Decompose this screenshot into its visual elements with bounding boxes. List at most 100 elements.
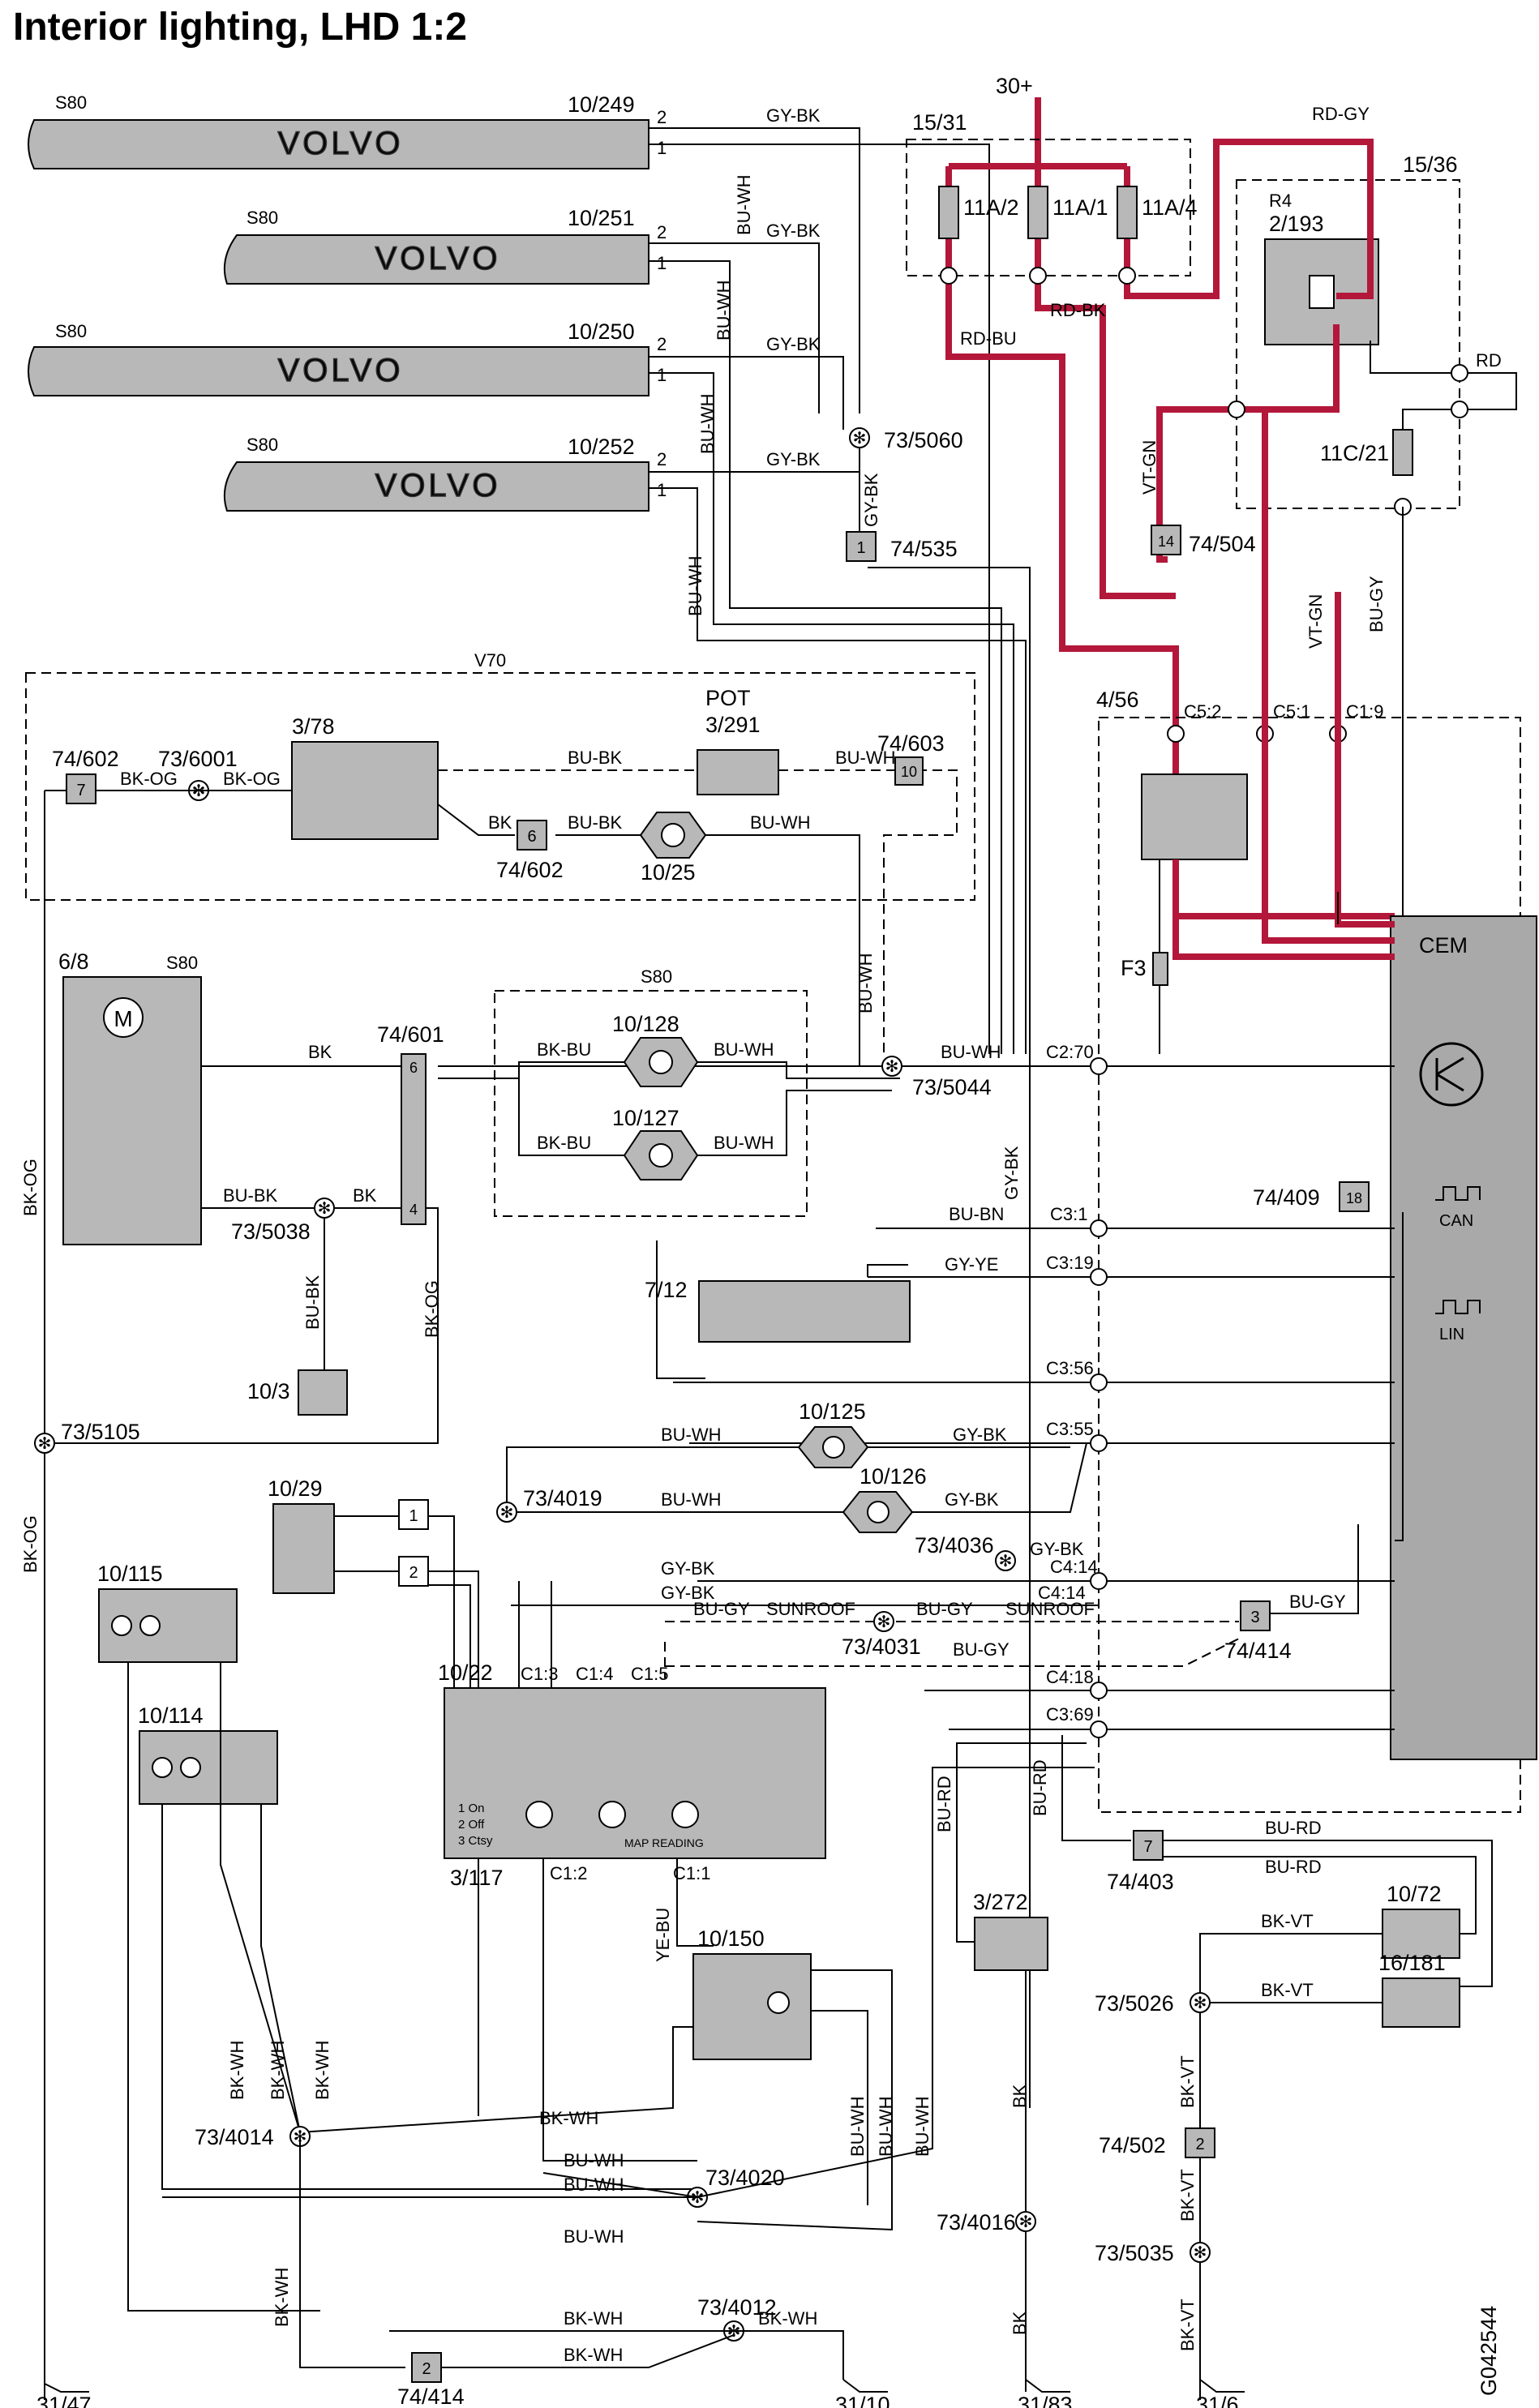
svg-text:BK-VT: BK-VT: [1177, 2299, 1198, 2351]
connector-label: 74/602: [52, 747, 119, 771]
cem-pin: C3:55: [1046, 1419, 1094, 1439]
fuse-11a-1: 11A/1: [1027, 186, 1108, 239]
svg-text:BK: BK: [1010, 2311, 1030, 2335]
component-label: 3/272: [973, 1890, 1028, 1914]
cem-module: [1390, 915, 1537, 1760]
svg-text:BK-WH: BK-WH: [268, 2041, 288, 2100]
connector-pin: 7: [1143, 1838, 1152, 1856]
svg-text:GY-BK: GY-BK: [1001, 1146, 1022, 1200]
potentiometer-3-291: [697, 749, 779, 795]
svg-text:BU-RD: BU-RD: [1030, 1759, 1050, 1816]
svg-text:BU-WH: BU-WH: [564, 2226, 624, 2247]
svg-text:BU-WH: BU-WH: [697, 393, 718, 454]
svg-text:BU-WH: BU-WH: [661, 1489, 722, 1510]
scuff-model-label: S80: [246, 435, 278, 455]
connector-74-414-b: [411, 2352, 442, 2383]
connector-74-414: [1240, 1600, 1271, 1631]
component-10-3: [298, 1369, 348, 1416]
connector-pin: 10: [901, 764, 917, 780]
switch-3-78: [291, 741, 439, 840]
connector-74-504: [1151, 525, 1181, 555]
component-7-12: [698, 1280, 911, 1343]
cem-pin: C4:14: [1050, 1557, 1098, 1577]
legend-item: 2 Off: [458, 1818, 485, 1832]
splice-label: 73/5060: [884, 428, 963, 452]
svg-text:YE-BU: YE-BU: [653, 1908, 673, 1962]
fuse-label: F3: [1121, 956, 1147, 980]
fuse-power-wiring-2: [1035, 166, 1176, 599]
scuff-model-label: S80: [55, 321, 87, 341]
connector-74-409: [1339, 1181, 1370, 1212]
svg-text:BU-WH: BU-WH: [855, 953, 876, 1013]
svg-text:✻: ✻: [500, 1504, 514, 1522]
ceiling-unit-10-22: [444, 1687, 826, 1859]
diagram-title: Interior lighting, LHD 1:2: [13, 6, 467, 49]
splice-label: 73/5038: [231, 1219, 311, 1244]
svg-text:BK: BK: [488, 812, 512, 833]
splice-label: 73/5044: [912, 1075, 992, 1099]
svg-text:SUNROOF: SUNROOF: [766, 1599, 855, 1619]
connector-pin: 14: [1158, 533, 1174, 550]
component-label: 7/12: [645, 1278, 688, 1302]
svg-text:BK-VT: BK-VT: [1177, 2169, 1198, 2222]
svg-text:BK-OG: BK-OG: [20, 1515, 41, 1573]
fuse-11a-4: 11A/4: [1117, 186, 1198, 239]
fuse-box-label: 15/31: [912, 110, 967, 135]
pin-label: 2: [657, 449, 667, 469]
scuff-model-label: S80: [246, 208, 278, 228]
svg-text:BU-BK: BU-BK: [568, 748, 623, 768]
svg-text:GY-BK: GY-BK: [953, 1425, 1007, 1445]
svg-text:GY-BK: GY-BK: [945, 1489, 999, 1510]
connector-pin: 18: [1346, 1190, 1362, 1206]
pin-label: 2: [657, 222, 667, 242]
cem-pin: C3:69: [1046, 1704, 1094, 1725]
svg-text:C1:1: C1:1: [673, 1863, 710, 1883]
svg-text:✻: ✻: [877, 1613, 891, 1631]
svg-text:C1:5: C1:5: [631, 1664, 668, 1684]
svg-text:RD: RD: [1476, 350, 1502, 371]
svg-text:BU-WH: BU-WH: [750, 812, 811, 833]
svg-text:GY-BK: GY-BK: [661, 1558, 715, 1579]
connector-74-603: [894, 756, 924, 786]
s80-block: [494, 990, 808, 1217]
cem-pin: C3:1: [1050, 1204, 1087, 1224]
cem-box-label: 4/56: [1096, 688, 1139, 712]
svg-text:BK-OG: BK-OG: [20, 1159, 41, 1216]
fuse-label: 11A/2: [963, 195, 1019, 220]
svg-text:BU-BK: BU-BK: [223, 1185, 278, 1206]
ground-label: 31/10: [835, 2393, 890, 2408]
svg-text:RD-BK: RD-BK: [1050, 300, 1106, 320]
splice-label: 73/4016: [937, 2210, 1016, 2234]
svg-text:RD-GY: RD-GY: [1312, 104, 1370, 124]
svg-text:BK-WH: BK-WH: [564, 2308, 623, 2329]
svg-text:BU-WH: BU-WH: [734, 174, 754, 235]
cem-pin: C3:56: [1046, 1358, 1094, 1378]
svg-text:VT-GN: VT-GN: [1305, 594, 1326, 649]
relay-power-wiring: [1156, 178, 1374, 563]
scuff-model-label: S80: [55, 92, 87, 113]
connector-74-403: [1133, 1830, 1164, 1861]
pin-label: 1: [657, 138, 667, 158]
svg-text:GY-YE: GY-YE: [945, 1254, 998, 1275]
v70-block: [25, 672, 975, 901]
connector-pin: 7: [76, 782, 85, 799]
component-label: 10/114: [138, 1703, 204, 1728]
svg-text:BK: BK: [308, 1042, 332, 1062]
motor-symbol: M: [114, 1006, 132, 1031]
connector-pin: 1: [856, 539, 865, 557]
connector-pin: 6: [409, 1060, 418, 1076]
v70-label: V70: [474, 650, 506, 671]
svg-text:SUNROOF: SUNROOF: [1005, 1599, 1095, 1619]
component-label: 16/181: [1378, 1951, 1446, 1975]
ground-label: 31/47: [36, 2393, 92, 2408]
svg-text:BU-WH: BU-WH: [912, 2096, 932, 2157]
connector-74-502: [1185, 2127, 1215, 2158]
svg-text:4: 4: [409, 1202, 418, 1218]
svg-text:BU-RD: BU-RD: [1265, 1818, 1322, 1838]
component-3-272: [974, 1917, 1048, 1971]
splice-label: 73/5105: [61, 1420, 140, 1444]
svg-text:BU-WH: BU-WH: [685, 555, 705, 616]
fuse-label: 11A/4: [1142, 195, 1198, 220]
connector-74-601: [401, 1053, 427, 1225]
volvo-logo-text: VOLVO: [278, 126, 404, 161]
